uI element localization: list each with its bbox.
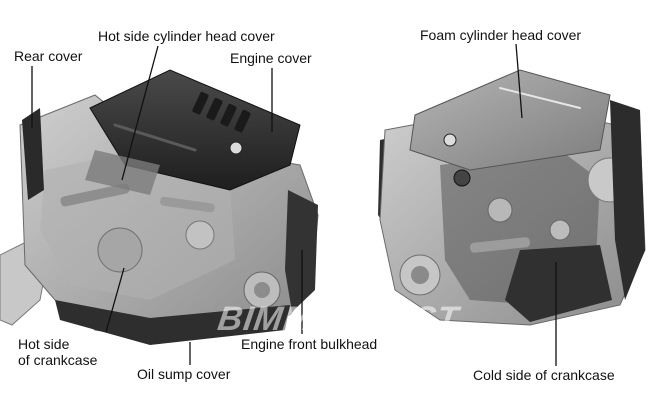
right-side-panel [610,100,645,300]
leader-hot-side-head [121,45,159,181]
leader-foam-head [515,43,523,119]
foam-head-cover-part [409,69,611,171]
label-hot-side-cylinder-head-cover: Hot side cylinder head cover [98,28,275,44]
label-rear-cover: Rear cover [14,48,83,64]
rear-cover-part [22,108,44,200]
label-cold-side-of-crankcase: Cold side of crankcase [473,367,615,383]
cold-side-crankcase-part [505,245,612,322]
oil-sump-part [55,300,290,345]
leader-lines [31,43,557,366]
label-engine-front-bulkhead: Engine front bulkhead [241,336,378,352]
leader-hot-side-crankcase [105,267,125,333]
left-engine [0,69,319,345]
watermark: BIMMERPOST [215,300,462,338]
hot-side-head-part [85,150,160,195]
right-engine [378,69,646,326]
label-hot-side-of-crankcase: Hot side of crankcase [18,336,98,368]
label-engine-cover: Engine cover [230,50,312,66]
label-oil-sump-cover: Oil sump cover [137,366,231,382]
label-foam-cylinder-head-cover: Foam cylinder head cover [420,27,582,43]
